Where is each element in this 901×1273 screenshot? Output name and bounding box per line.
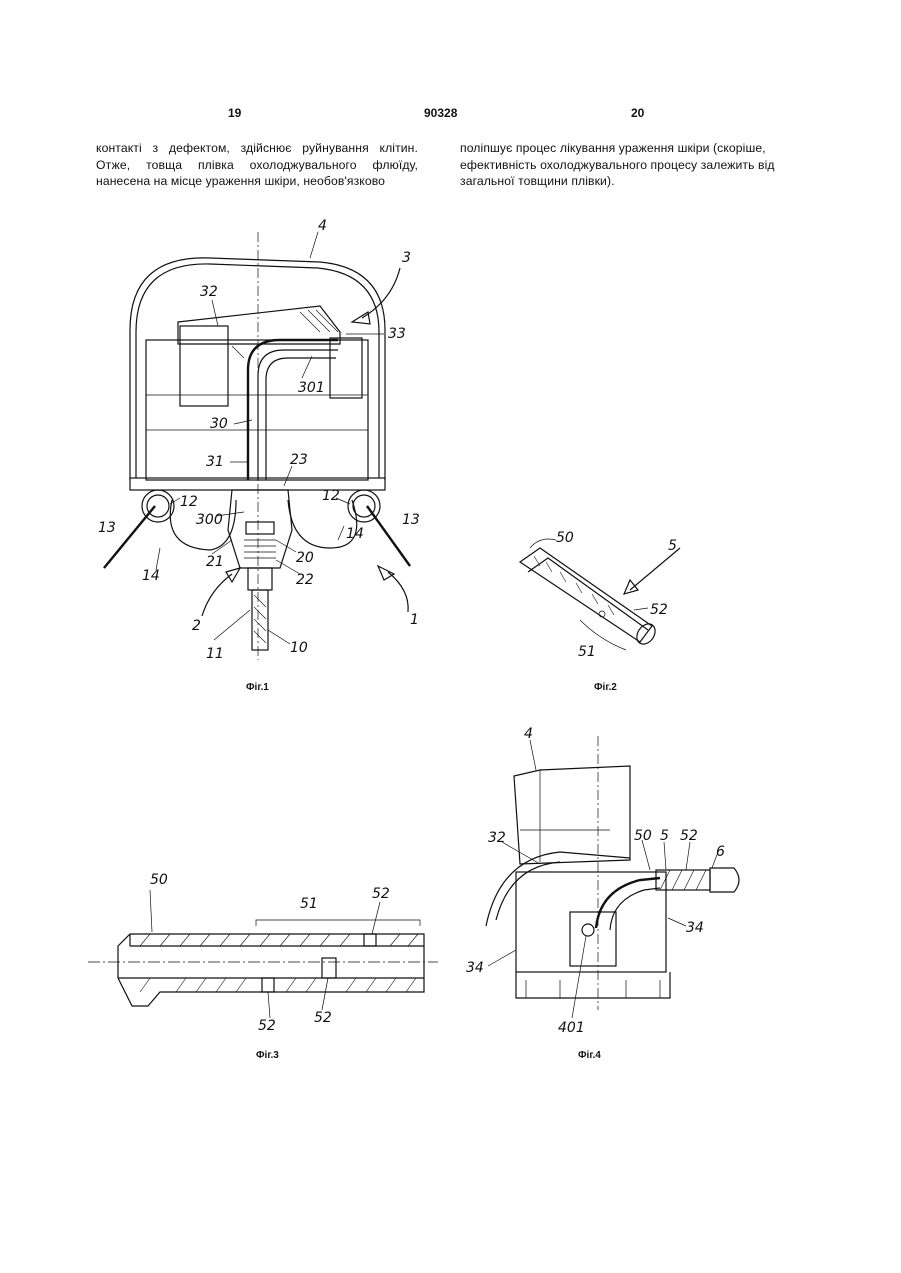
fig1-label-31: 31 [206,454,224,470]
fig3-label-52b: 52 [258,1018,276,1034]
fig2-caption: Фіг.2 [594,682,617,693]
fig4-label-6: 6 [716,844,725,860]
fig1-label-23: 23 [290,452,308,468]
fig1-label-22: 22 [296,572,314,588]
fig3-label-51: 51 [300,896,318,912]
fig1-label-12a: 12 [180,494,198,510]
fig1-label-4: 4 [318,218,327,234]
fig3-caption: Фіг.3 [256,1050,279,1061]
fig2-label-52: 52 [650,602,668,618]
figure-1-drawing: 4 3 32 33 301 30 31 23 12 12 300 13 14 1… [98,218,420,662]
fig2-label-5: 5 [668,538,677,554]
fig1-label-10: 10 [290,640,308,656]
fig4-label-50: 50 [634,828,652,844]
fig1-label-32: 32 [200,284,218,300]
fig4-label-32: 32 [488,830,506,846]
fig1-label-30: 30 [210,416,228,432]
figure-2-drawing: 50 5 52 51 [520,530,680,660]
fig4-label-401: 401 [558,1020,585,1036]
fig3-label-50: 50 [150,872,168,888]
fig2-label-51: 51 [578,644,596,660]
fig4-label-5: 5 [660,828,669,844]
fig4-caption: Фіг.4 [578,1050,601,1061]
fig1-label-1: 1 [410,612,419,628]
fig4-label-34b: 34 [466,960,484,976]
figure-4-drawing: 4 32 50 5 52 6 34 34 401 [466,726,739,1036]
fig1-label-33: 33 [388,326,406,342]
fig4-label-52: 52 [680,828,698,844]
fig1-caption: Фіг.1 [246,682,269,693]
fig3-label-52a: 52 [372,886,390,902]
fig1-label-20: 20 [296,550,314,566]
fig1-label-300: 300 [196,512,223,528]
figure-3-drawing: 50 51 52 52 52 [88,872,438,1034]
fig1-label-11: 11 [206,646,224,662]
fig4-label-34a: 34 [686,920,704,936]
fig2-label-50: 50 [556,530,574,546]
fig1-label-12b: 12 [322,488,340,504]
fig1-label-14a: 14 [142,568,160,584]
fig1-label-21: 21 [206,554,224,570]
fig1-label-13b: 13 [402,512,420,528]
fig1-label-14b: 14 [346,526,364,542]
fig1-label-2: 2 [192,618,201,634]
fig1-label-13a: 13 [98,520,116,536]
fig1-label-3: 3 [402,250,411,266]
fig3-label-52c: 52 [314,1010,332,1026]
fig1-label-301: 301 [298,380,325,396]
fig4-label-4: 4 [524,726,533,742]
